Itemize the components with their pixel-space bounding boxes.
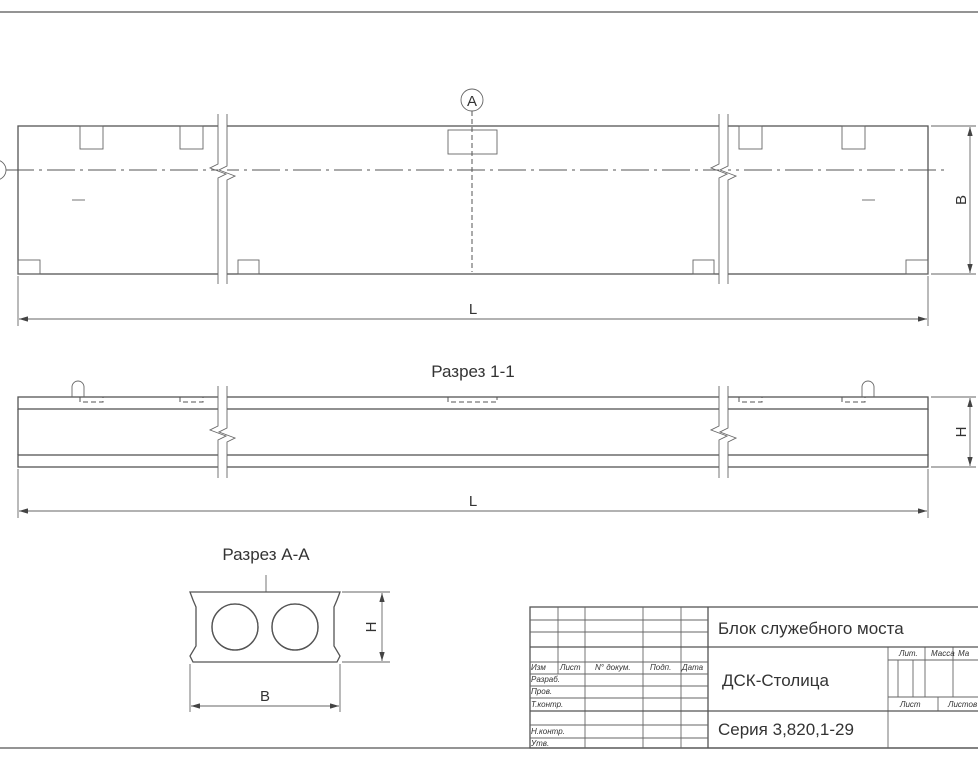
- drawing-name: Блок служебного моста: [718, 619, 904, 638]
- section-a-a: Разрез А-А H B: [189, 545, 390, 712]
- dim-width-label: B: [953, 195, 970, 205]
- sheet-label: Лист: [899, 700, 921, 709]
- organization: ДСК-Столица: [722, 671, 829, 690]
- bottom-flange: [17, 454, 929, 468]
- header-izm: Изм: [531, 663, 546, 672]
- dim-length-label: L: [469, 301, 477, 318]
- role-approved: Утв.: [530, 739, 549, 748]
- corner-recess: [17, 259, 41, 275]
- void-circle: [271, 603, 319, 651]
- title-block: Блок служебного моста ДСК-Столица Серия …: [529, 606, 978, 749]
- role-norm-control: Н.контр.: [531, 727, 565, 736]
- plan-view: A B L: [0, 88, 976, 326]
- plan-outline: [17, 125, 929, 275]
- center-pocket: [447, 129, 498, 155]
- dim-height-label: H: [363, 622, 380, 633]
- section-a-marker-circle: [460, 88, 484, 112]
- mass-label: Масса: [931, 649, 955, 658]
- header-date: Дата: [681, 663, 704, 672]
- header-sign: Подп.: [650, 663, 671, 672]
- top-flange: [17, 396, 929, 410]
- dim-height-label: H: [953, 427, 970, 438]
- break-line-right: [709, 386, 738, 478]
- void-circle: [211, 603, 259, 651]
- section-a-marker-label: A: [467, 93, 477, 110]
- lit-label: Лит.: [898, 649, 918, 658]
- lifting-pocket: [79, 125, 104, 150]
- series: Серия 3,820,1-29: [718, 720, 854, 739]
- corner-recess: [692, 259, 715, 275]
- lifting-pocket: [841, 125, 866, 150]
- lifting-pocket: [179, 125, 204, 150]
- lifting-loop: [861, 380, 875, 397]
- corner-recess: [237, 259, 260, 275]
- corner-recess: [905, 259, 929, 275]
- scale-label: Ма: [958, 649, 970, 658]
- role-tech-control: Т.контр.: [531, 700, 563, 709]
- break-line-left: [208, 114, 237, 284]
- section-a-title: Разрез А-А: [222, 545, 310, 564]
- role-developer: Разраб.: [531, 675, 560, 684]
- lifting-pocket: [738, 125, 763, 150]
- dim-length-label: L: [469, 493, 477, 510]
- header-doc: N° докум.: [595, 663, 631, 672]
- dim-width-label: B: [260, 688, 270, 705]
- header-list: Лист: [559, 663, 581, 672]
- role-checker: Пров.: [531, 687, 552, 696]
- break-line-right: [709, 114, 738, 284]
- sheets-label: Листов: [947, 700, 977, 709]
- section-1-1: Разрез 1-1 H L: [17, 362, 976, 518]
- break-line-left: [208, 386, 237, 478]
- section-marker-1: [0, 160, 7, 180]
- section-1-title: Разрез 1-1: [431, 362, 514, 381]
- lifting-loop: [71, 380, 85, 397]
